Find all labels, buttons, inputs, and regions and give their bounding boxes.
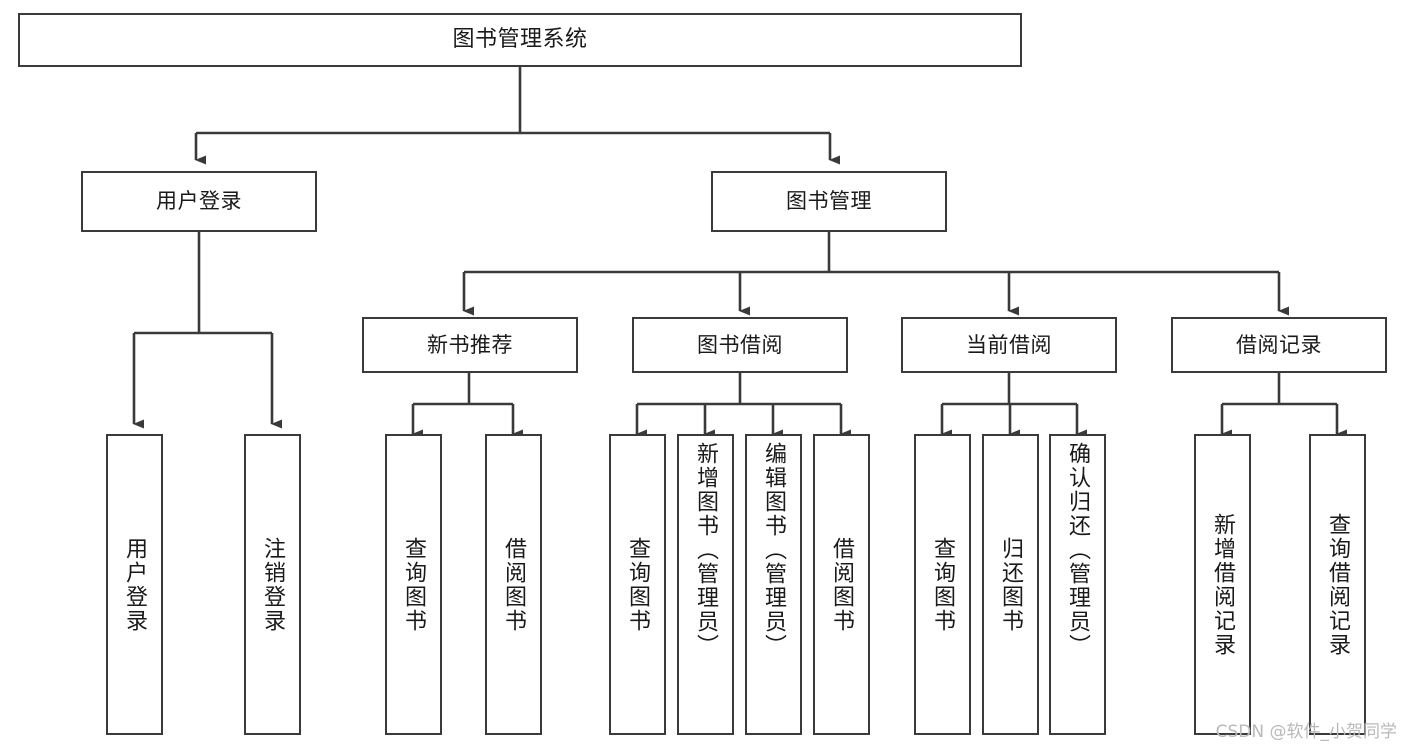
leaf-new-book-query-book[interactable]: 查询图书 [385,434,442,735]
node-book-borrow[interactable]: 图书借阅 [632,317,848,373]
leaf-record-query-record[interactable]: 查询借阅记录 [1309,434,1366,735]
node-current-borrow[interactable]: 当前借阅 [901,317,1117,373]
leaf-user-login-logout[interactable]: 注销登录 [244,434,301,735]
node-label: 归还图书 [998,536,1024,633]
leaf-user-login-login[interactable]: 用户登录 [106,434,163,735]
node-borrow-record[interactable]: 借阅记录 [1171,317,1387,373]
node-label: 借阅记录 [1236,332,1322,357]
node-new-book-recommend[interactable]: 新书推荐 [362,317,578,373]
node-label: 新增借阅记录 [1210,512,1236,657]
node-label: 借阅图书 [501,536,527,633]
node-label: 查询图书 [625,536,651,633]
node-label: 查询图书 [401,536,427,633]
node-label: 借阅图书 [829,536,855,633]
node-root-system[interactable]: 图书管理系统 [18,13,1022,67]
node-label: 图书管理 [786,189,872,214]
node-label: 当前借阅 [966,332,1052,357]
leaf-borrow-borrow-book[interactable]: 借阅图书 [813,434,870,735]
node-label: 图书管理系统 [452,27,588,53]
node-label: 注销登录 [260,536,286,633]
node-label: 用户登录 [122,536,148,633]
node-label: 查询图书 [930,536,956,633]
node-label: 图书借阅 [697,332,783,357]
leaf-borrow-query-book[interactable]: 查询图书 [609,434,666,735]
leaf-current-confirm-return-admin[interactable]: 确认归还（管理员） [1049,434,1106,735]
leaf-new-book-borrow-book[interactable]: 借阅图书 [485,434,542,735]
leaf-borrow-edit-book-admin[interactable]: 编辑图书（管理员） [745,434,802,735]
node-label: 查询借阅记录 [1325,512,1351,657]
node-book-management[interactable]: 图书管理 [711,171,947,232]
leaf-borrow-add-book-admin[interactable]: 新增图书（管理员） [677,434,734,735]
leaf-current-return-book[interactable]: 归还图书 [982,434,1039,735]
node-label: 新书推荐 [427,332,513,357]
leaf-current-query-book[interactable]: 查询图书 [914,434,971,735]
node-user-login[interactable]: 用户登录 [81,171,317,232]
node-label: 新增图书（管理员） [693,442,719,658]
node-label: 用户登录 [156,189,242,214]
node-label: 编辑图书（管理员） [761,442,787,658]
node-label: 确认归还（管理员） [1065,442,1091,658]
leaf-record-add-record[interactable]: 新增借阅记录 [1194,434,1251,735]
